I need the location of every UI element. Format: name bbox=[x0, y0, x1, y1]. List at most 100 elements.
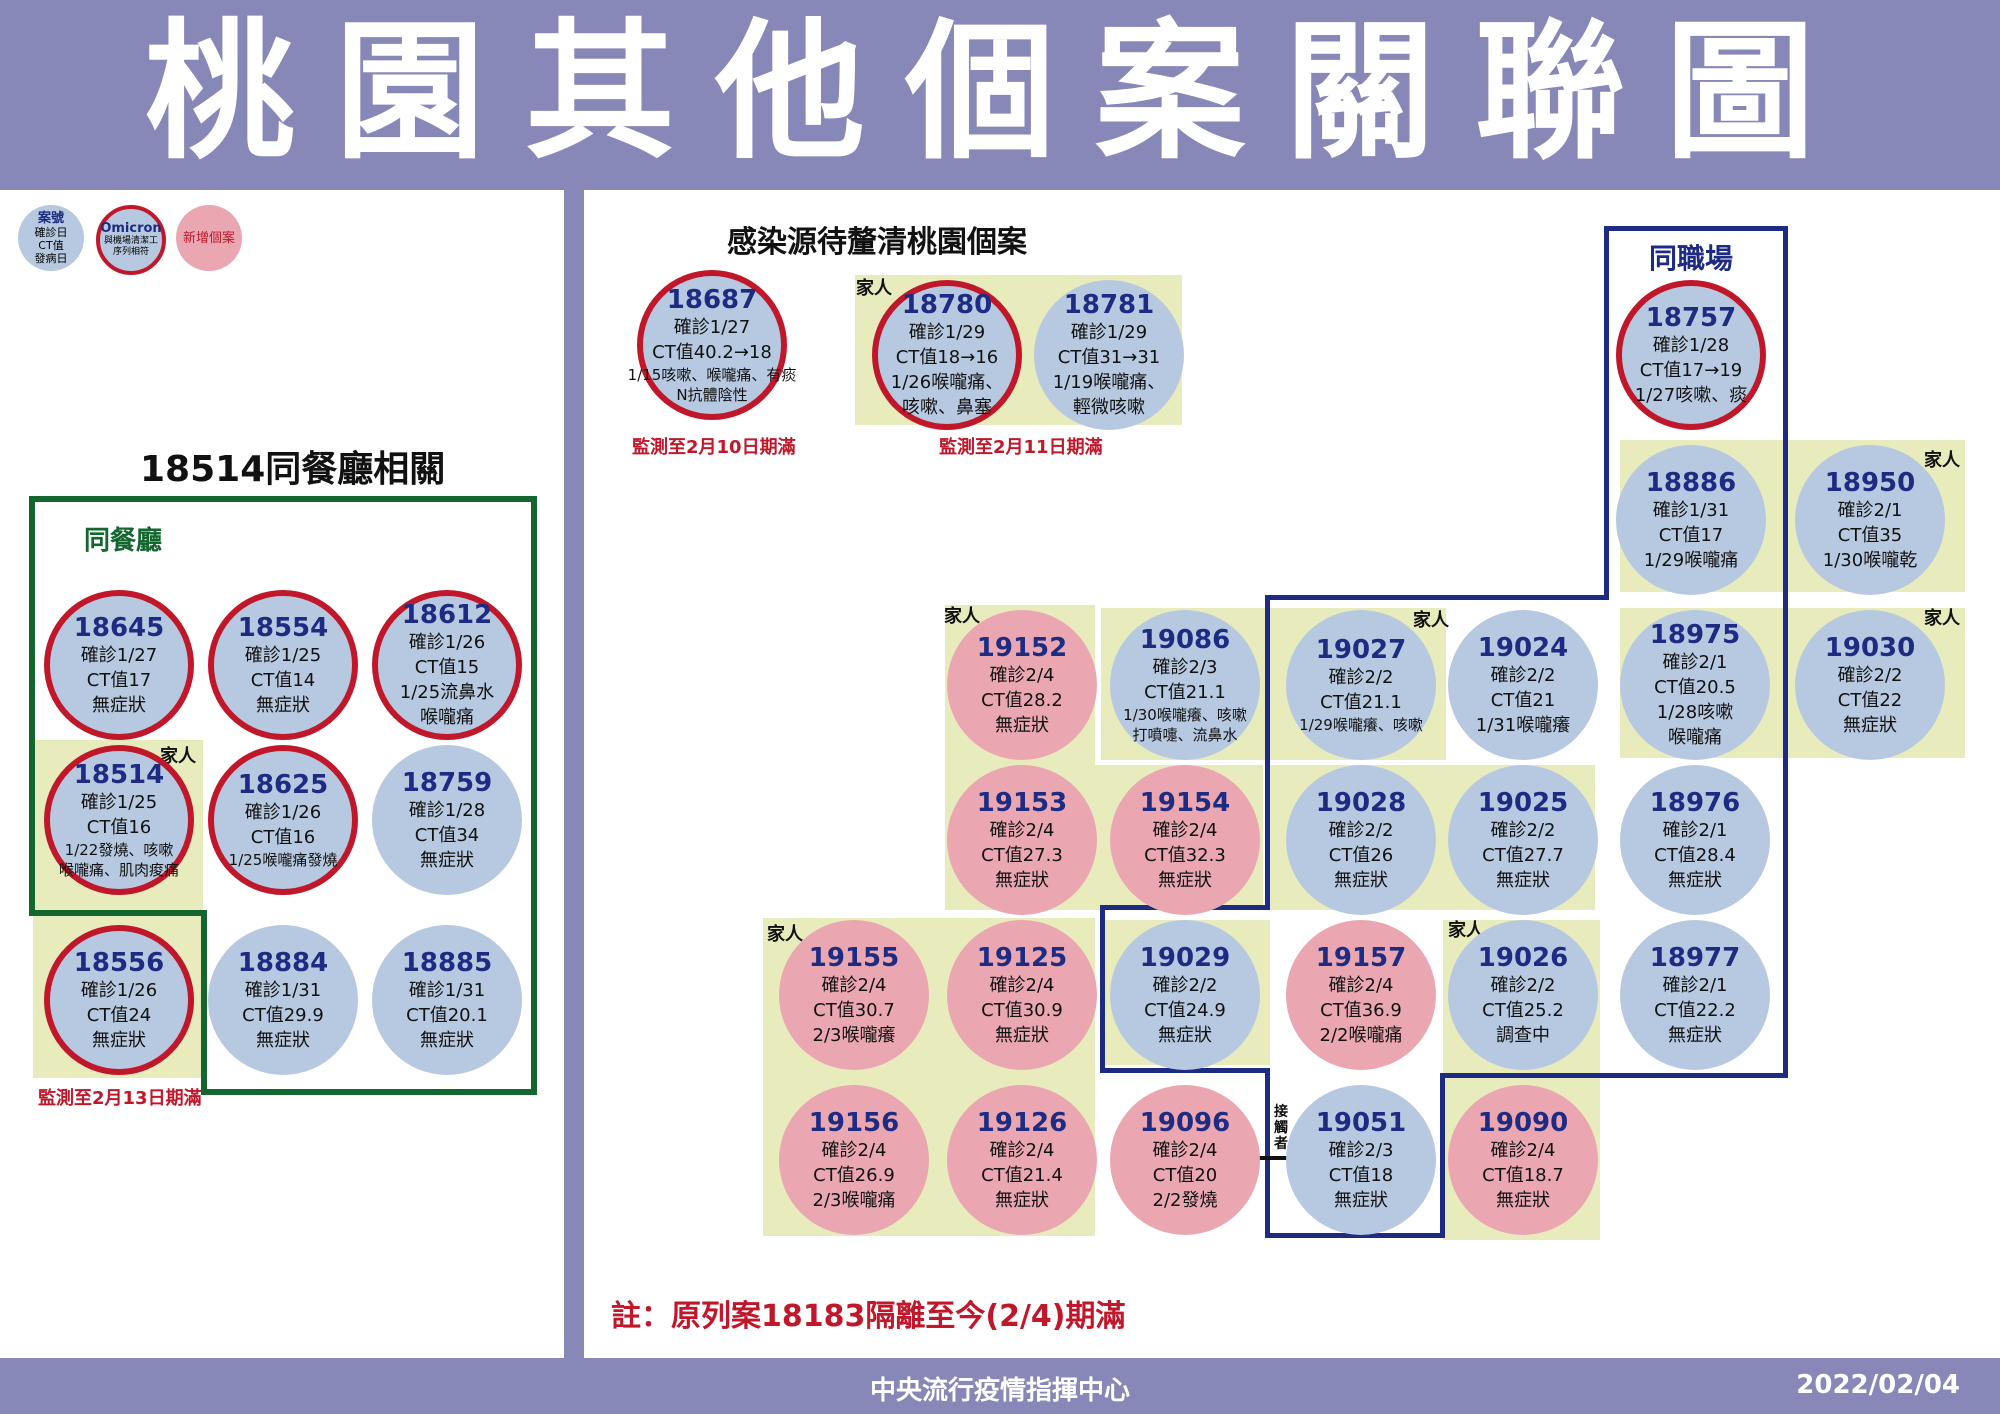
workplace-border bbox=[1100, 905, 1105, 1073]
case-id: 18976 bbox=[1649, 787, 1741, 818]
case-detail: CT值36.9 bbox=[1320, 999, 1402, 1021]
case-detail: 確診2/4 bbox=[1152, 1139, 1218, 1161]
legend-new-circle: 新增個案 bbox=[176, 205, 242, 271]
case-id: 18781 bbox=[1063, 290, 1155, 320]
case-detail: 1/30喉嚨乾 bbox=[1822, 549, 1918, 571]
case-id: 18780 bbox=[901, 290, 993, 320]
legend-case-line: CT值 bbox=[38, 238, 64, 252]
case-detail: CT值22 bbox=[1837, 689, 1903, 711]
case-detail: 2/3喉嚨痛 bbox=[812, 1189, 896, 1211]
case-id: 19051 bbox=[1315, 1107, 1407, 1138]
case-detail: 確診1/25 bbox=[80, 792, 158, 813]
family-label: 家人 bbox=[944, 606, 980, 627]
case-detail: 無症狀 bbox=[995, 714, 1049, 736]
case-id: 18514 bbox=[73, 760, 165, 790]
case-detail: 2/2喉嚨痛 bbox=[1319, 1024, 1403, 1046]
case-id: 19154 bbox=[1139, 787, 1231, 818]
case-detail: 1/22發燒、咳嗽 bbox=[64, 841, 174, 859]
case-detail: 確診1/31 bbox=[408, 979, 486, 1001]
case-detail: 無症狀 bbox=[1668, 1024, 1722, 1046]
case-detail: 確診1/25 bbox=[244, 644, 322, 666]
case-id: 19027 bbox=[1315, 635, 1407, 665]
workplace-border bbox=[1440, 1073, 1445, 1238]
case-detail: 確診2/2 bbox=[1490, 974, 1556, 996]
case-id: 18687 bbox=[666, 285, 758, 315]
monitor-label: 監測至2月11日期滿 bbox=[939, 437, 1103, 458]
case-detail: CT值27.3 bbox=[981, 844, 1063, 866]
case-detail: 確診2/3 bbox=[1328, 1139, 1394, 1161]
case-detail: CT值21.4 bbox=[981, 1164, 1063, 1186]
legend-case-circle: 案號 確診日 CT值 發病日 bbox=[18, 205, 84, 271]
case-id: 18612 bbox=[401, 600, 493, 630]
right-section-title: 感染源待釐清桃園個案 bbox=[727, 225, 1027, 260]
workplace-border bbox=[1100, 1068, 1270, 1073]
case-detail: 確診2/2 bbox=[1837, 664, 1903, 686]
case-id: 18885 bbox=[401, 947, 493, 978]
case-detail: 無症狀 bbox=[1158, 1024, 1212, 1046]
case-id: 18950 bbox=[1824, 467, 1916, 498]
case-detail: 確診2/1 bbox=[1662, 652, 1728, 673]
case-detail: CT值29.9 bbox=[242, 1004, 324, 1026]
case-detail: 喉嚨痛 bbox=[1668, 727, 1722, 748]
note-text: 註：原列案18183隔離至今(2/4)期滿 bbox=[611, 1299, 1126, 1334]
case-detail: 確診2/2 bbox=[1152, 974, 1218, 996]
case-detail: CT值17→19 bbox=[1639, 359, 1743, 381]
case-detail: 確診2/4 bbox=[989, 1139, 1055, 1161]
case-detail: 1/15咳嗽、喉嚨痛、有痰 bbox=[627, 366, 797, 384]
case-id: 19090 bbox=[1477, 1107, 1569, 1138]
case-detail: 確診2/2 bbox=[1328, 819, 1394, 841]
case-detail: 無症狀 bbox=[1496, 1189, 1550, 1211]
case-detail: CT值40.2→18 bbox=[652, 342, 772, 363]
case-detail: CT值18→16 bbox=[895, 347, 999, 368]
case-detail: 無症狀 bbox=[92, 694, 146, 716]
case-detail: CT值16 bbox=[86, 817, 152, 838]
workplace-border bbox=[1604, 226, 1788, 600]
case-detail: 確診1/31 bbox=[1652, 499, 1730, 521]
case-detail: 無症狀 bbox=[1668, 869, 1722, 891]
case-detail: CT值25.2 bbox=[1482, 999, 1564, 1021]
case-detail: 輕微咳嗽 bbox=[1073, 397, 1145, 418]
restaurant-group-border bbox=[201, 910, 537, 1095]
case-detail: 確診2/4 bbox=[1152, 819, 1218, 841]
case-detail: CT值27.7 bbox=[1482, 844, 1564, 866]
case-detail: 1/29喉嚨癢、咳嗽 bbox=[1299, 716, 1423, 734]
case-id: 18884 bbox=[237, 947, 329, 978]
legend-omicron-label: Omicron bbox=[100, 221, 162, 236]
case-detail: 無症狀 bbox=[1334, 869, 1388, 891]
case-detail: CT值30.7 bbox=[813, 999, 895, 1021]
case-detail: CT值20.1 bbox=[406, 1004, 488, 1026]
case-detail: 打噴嚏、流鼻水 bbox=[1132, 726, 1238, 744]
case-id: 19026 bbox=[1477, 942, 1569, 973]
case-detail: 1/19喉嚨痛、 bbox=[1052, 372, 1166, 393]
case-detail: CT值22.2 bbox=[1654, 999, 1736, 1021]
case-detail: CT值28.4 bbox=[1654, 844, 1736, 866]
case-detail: CT值16 bbox=[250, 827, 316, 848]
case-detail: 確診1/31 bbox=[244, 979, 322, 1001]
case-detail: 無症狀 bbox=[420, 1029, 474, 1051]
case-id: 19029 bbox=[1139, 942, 1231, 973]
case-detail: 確診2/3 bbox=[1152, 657, 1218, 678]
case-detail: CT值14 bbox=[250, 669, 316, 691]
case-detail: 1/27咳嗽、痰 bbox=[1634, 384, 1748, 406]
case-detail: 2/2發燒 bbox=[1152, 1189, 1218, 1211]
legend-case-line: 確診日 bbox=[34, 225, 68, 239]
case-id: 19152 bbox=[976, 632, 1068, 663]
